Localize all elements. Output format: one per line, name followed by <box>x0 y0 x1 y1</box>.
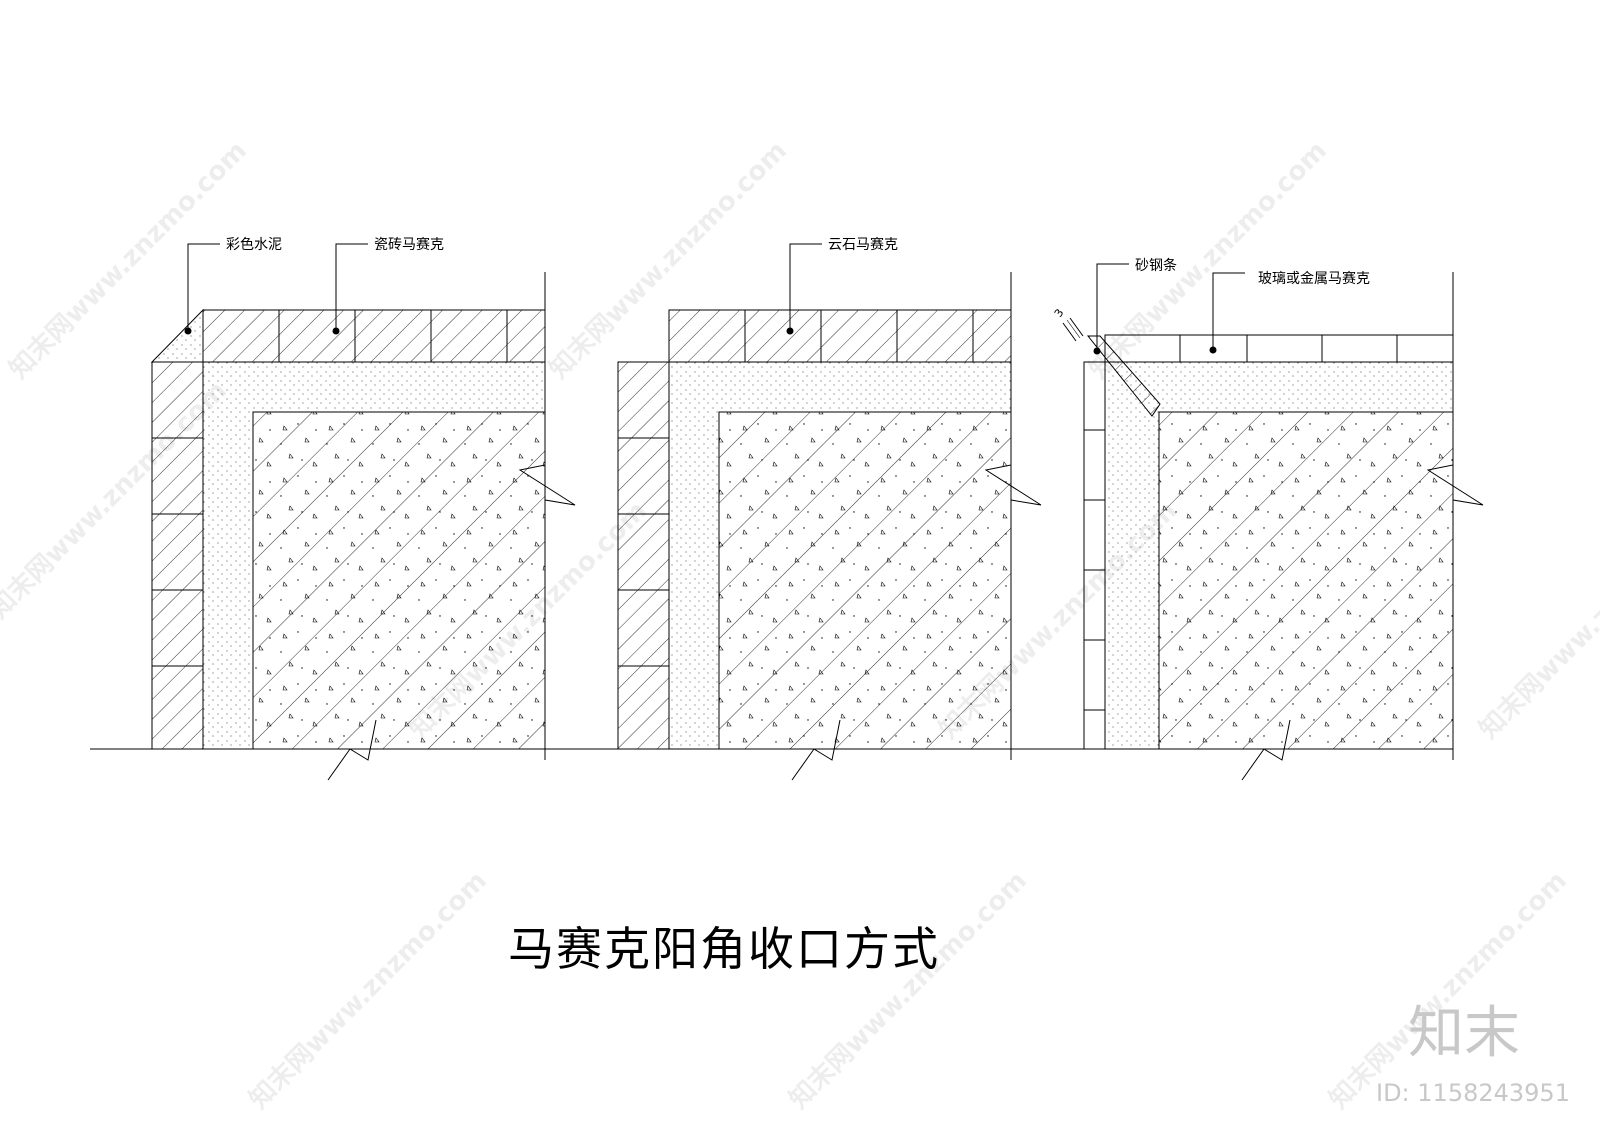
watermark: 知末网www.znzmo.com <box>1084 136 1333 385</box>
watermark: 知末网www.znzmo.com <box>1324 866 1573 1115</box>
mosaic-top-row-thin <box>1104 334 1454 363</box>
mosaic-top-row <box>668 309 1012 363</box>
colored-cement-corner <box>150 308 204 363</box>
label-colored-cement: 彩色水泥 <box>226 236 282 253</box>
watermark: 知末网www.znzmo.com <box>1474 496 1600 745</box>
mosaic-top-row <box>202 309 546 363</box>
brand-logo-text: 知末 <box>1408 1001 1520 1066</box>
mosaic-side-column <box>617 361 670 750</box>
watermark: 知末网www.znzmo.com <box>244 866 493 1115</box>
sand-steel-strip <box>1086 335 1161 417</box>
watermark: 知末网www.znzmo.com <box>784 866 1033 1115</box>
panel-2-marble-mosaic <box>604 243 1070 781</box>
label-ceramic-mosaic: 瓷砖马赛克 <box>374 237 444 253</box>
mosaic-side-column <box>151 361 204 750</box>
dimension-label: 3 <box>1052 307 1067 320</box>
label-glass-metal-mosaic: 玻璃或金属马赛克 <box>1258 270 1370 287</box>
diagram-title: 马赛克阳角收口方式 <box>508 922 940 976</box>
panel-1-colored-cement-ceramic-mosaic <box>90 243 620 781</box>
label-marble-mosaic: 云石马赛克 <box>828 237 898 253</box>
brand-id-label: ID: 1158243951 <box>1376 1079 1570 1107</box>
panel-3-sand-steel-strip-glass-metal-mosaic <box>1062 263 1484 781</box>
label-sand-steel-strip: 砂钢条 <box>1135 257 1177 274</box>
